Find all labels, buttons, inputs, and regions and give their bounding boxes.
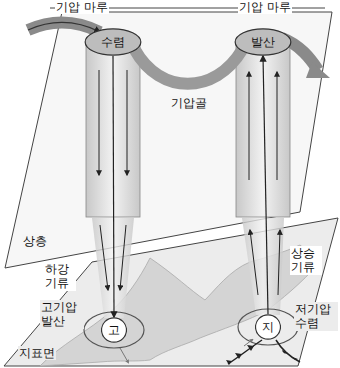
high-pressure-circle: 고: [101, 317, 127, 343]
node-text: 고: [106, 322, 122, 339]
ascending-air-label: 상승 기류: [290, 246, 322, 275]
divergence-ellipse: 발산: [234, 28, 292, 56]
node-text: 발산: [249, 34, 277, 51]
node-text: 지: [260, 319, 276, 336]
trough-label: 기압골: [170, 96, 208, 110]
low-pressure-circle: 지: [255, 314, 281, 340]
convergence-ellipse: 수렴: [84, 28, 142, 56]
ridge-label: 기압 마루: [55, 0, 109, 14]
low-convergence-label: 저기압 수렴: [294, 302, 338, 331]
airflow-arrow: [113, 56, 114, 317]
ridge-label: 기압 마루: [238, 0, 292, 14]
upper-level-label: 상층: [22, 234, 48, 248]
surface-label: 지표면: [18, 346, 56, 360]
high-divergence-label: 고기압 발산: [40, 300, 84, 329]
node-text: 수렴: [99, 34, 127, 51]
airflow-arrow: [263, 56, 268, 314]
descending-air-label: 하강 기류: [44, 262, 76, 291]
